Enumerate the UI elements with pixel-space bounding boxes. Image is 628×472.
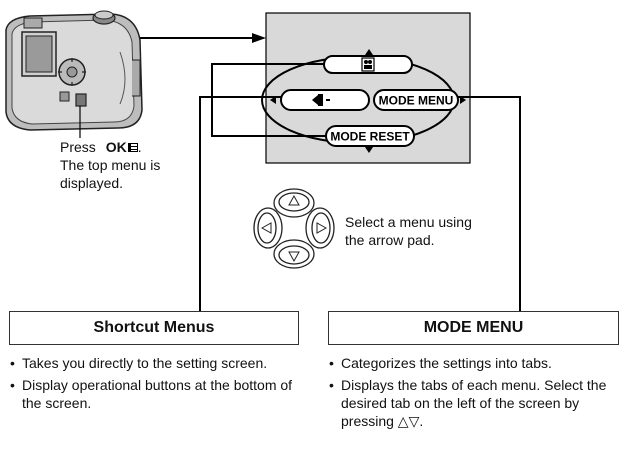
left-menu-button bbox=[280, 89, 370, 111]
mode-menu-button: MODE MENU bbox=[373, 89, 459, 111]
shortcut-connector-lines bbox=[199, 63, 326, 312]
arrow-pad-caption-line2: the arrow pad. bbox=[345, 232, 435, 248]
shortcut-menus-title: Shortcut Menus bbox=[9, 311, 299, 345]
mode-bullet-1: Categorizes the settings into tabs. bbox=[329, 354, 619, 372]
mode-reset-button-label: MODE RESET bbox=[330, 130, 410, 144]
arrow-pad-caption: Select a menu using the arrow pad. bbox=[345, 213, 472, 249]
press-instruction: Press OK. The top menu is displayed. bbox=[60, 138, 160, 192]
arrow-pad-left bbox=[253, 207, 283, 249]
arrow-pad-down bbox=[273, 239, 315, 269]
mode-bullet-2: Displays the tabs of each menu. Select t… bbox=[329, 376, 619, 430]
camera-illustration bbox=[5, 10, 143, 138]
arrow-pad-caption-line1: Select a menu using bbox=[345, 214, 472, 230]
arrow-pad-right bbox=[305, 207, 335, 249]
shortcut-menus-bullets: Takes you directly to the setting screen… bbox=[10, 354, 302, 416]
press-instruction-line2: The top menu is bbox=[60, 157, 161, 173]
menu-list-icon bbox=[127, 143, 138, 152]
press-instruction-suffix: . bbox=[137, 139, 142, 155]
ok-button-label: OK bbox=[105, 139, 127, 155]
flash-icon bbox=[312, 94, 330, 106]
press-instruction-prefix: Press bbox=[60, 139, 96, 155]
mode-menu-bullets: Categorizes the settings into tabs. Disp… bbox=[329, 354, 619, 434]
mode-menu-button-label: MODE MENU bbox=[379, 94, 454, 108]
movie-mode-icon bbox=[361, 57, 375, 72]
top-menu-button bbox=[323, 55, 413, 74]
shortcut-bullet-1: Takes you directly to the setting screen… bbox=[10, 354, 302, 372]
press-instruction-line1: Press OK. bbox=[60, 138, 160, 156]
shortcut-bullet-2: Display operational buttons at the botto… bbox=[10, 376, 302, 412]
arrow-pad-up bbox=[273, 188, 315, 218]
mode-reset-button: MODE RESET bbox=[325, 125, 415, 147]
mode-connector-line bbox=[458, 96, 521, 312]
camera-to-screen-arrow bbox=[140, 33, 266, 43]
press-instruction-line3: displayed. bbox=[60, 175, 124, 191]
mode-menu-title: MODE MENU bbox=[328, 311, 619, 345]
arrow-pad bbox=[253, 188, 335, 269]
